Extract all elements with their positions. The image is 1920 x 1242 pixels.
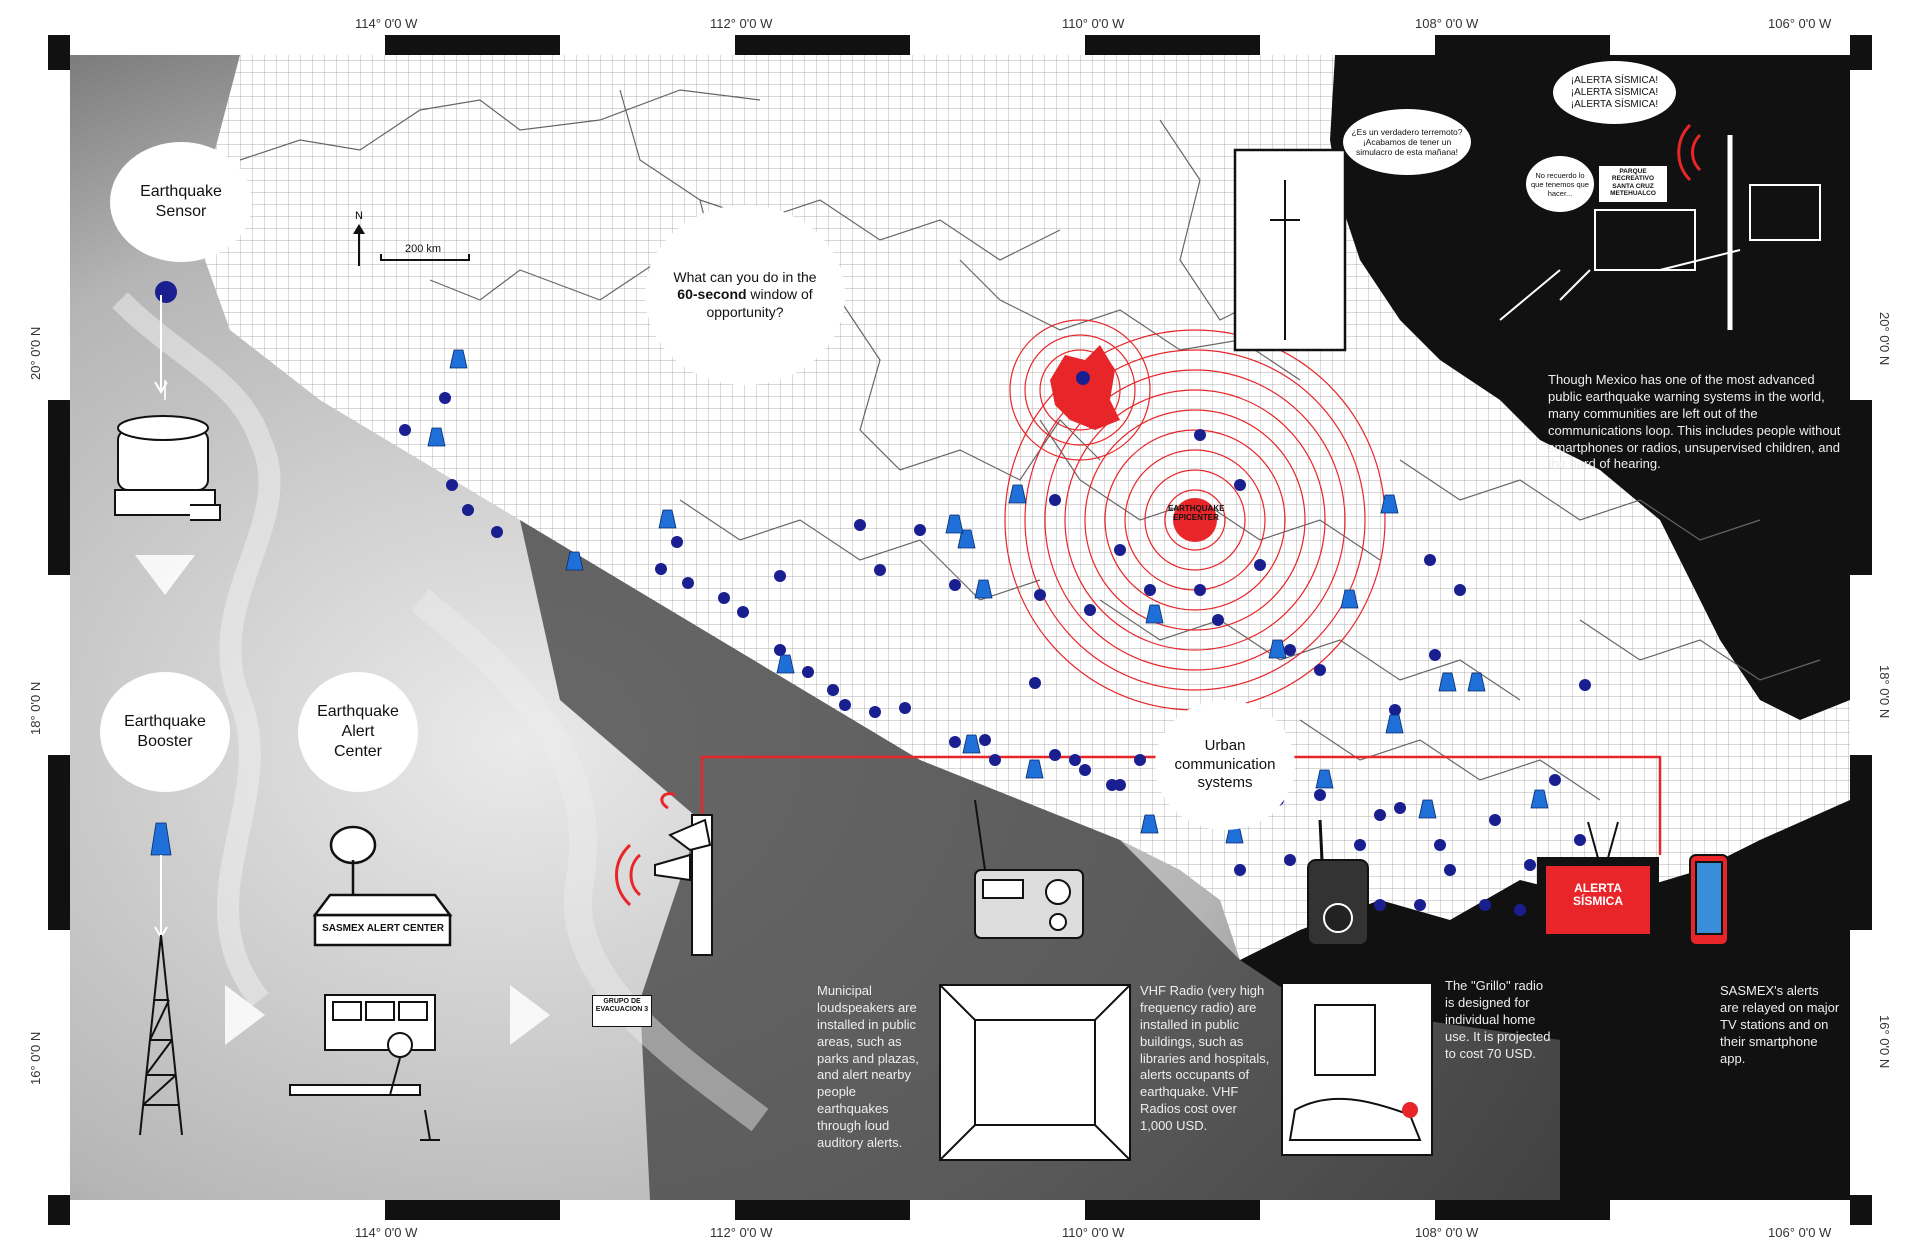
window-text-pre: What can you do in the [673, 268, 817, 285]
coord-right-1: 20° 0'0 N [1877, 312, 1892, 366]
coord-left-3: 16° 0'0 N [28, 1031, 43, 1085]
booster-bubble-text: Earthquake Booster [124, 713, 206, 750]
frame-ticks [48, 35, 1872, 1225]
coord-left-2: 18° 0'0 N [28, 681, 43, 735]
north-arrow-label: N [355, 210, 363, 222]
scale-bar: 200 km [380, 243, 470, 261]
loudspeakers-note: Municipal loudspeakers are installed in … [817, 983, 919, 1151]
loudspeaker-illustration [654, 814, 713, 956]
urban-bubble-text: Urban communication systems [1174, 736, 1276, 792]
coord-bottom-3: 110° 0'0 W [1062, 1225, 1125, 1240]
sensor-device-illustration [114, 415, 221, 521]
epicenter-label: EARTHQUAKE EPICENTER [1168, 504, 1225, 522]
coord-right-3: 16° 0'0 N [1877, 1015, 1892, 1069]
loudspeaker-waves [615, 792, 676, 907]
urban-bubble: Urban communication systems [1155, 700, 1295, 830]
coord-bottom-1: 114° 0'0 W [355, 1225, 418, 1240]
coord-bottom-2: 112° 0'0 W [710, 1225, 773, 1240]
window-text-post: window of opportunity? [706, 286, 813, 320]
gulf-area [1330, 55, 1850, 720]
tv-alert-label: ALERTA SÍSMICA [1572, 881, 1623, 909]
coord-top-1: 114° 0'0 W [355, 16, 418, 31]
alert-speaker-waves [1677, 123, 1702, 182]
tv-illustration [1537, 821, 1659, 956]
coord-bottom-5: 106° 0'0 W [1768, 1225, 1832, 1240]
affected-state-shape [1050, 345, 1120, 430]
epicenter-dot [1173, 498, 1217, 542]
coord-top-5: 106° 0'0 W [1768, 16, 1832, 31]
grillo-radio-illustration [1307, 819, 1369, 946]
sasmex-note: SASMEX's alerts are relayed on major TV … [1720, 983, 1840, 1066]
window-bubble-text: What can you do in the 60-second window … [670, 269, 820, 322]
playground-illustration [1499, 135, 1821, 330]
alert-center-illustration [312, 825, 453, 947]
sensor-dots [155, 281, 1591, 916]
radio-tower-illustration [139, 934, 183, 1136]
flow-arrows [135, 380, 550, 1045]
mexico-note: Though Mexico has one of the most advanc… [1548, 372, 1841, 472]
coord-top-2: 112° 0'0 W [710, 16, 773, 31]
operator-desk-illustration [289, 994, 440, 1141]
booster-bubble: Earthquake Booster [100, 672, 230, 792]
vhf-radio-illustration [974, 799, 1084, 939]
alert-center-sign: SASMEX ALERT CENTER [322, 923, 444, 934]
window-text-bold: 60-second [677, 286, 747, 303]
grillo-note: The "Grillo" radio is designed for indiv… [1445, 978, 1551, 1061]
north-arrow: N [352, 210, 366, 270]
coord-left-1: 20° 0'0 N [28, 326, 43, 380]
scale-label: 200 km [405, 243, 442, 255]
vhf-building-panel [939, 984, 1131, 1161]
alert-speech-bubble: ¡ALERTA SÍSMICA! ¡ALERTA SÍSMICA! ¡ALERT… [1552, 60, 1677, 125]
sensor-bubble: Earthquake Sensor [110, 142, 252, 262]
park-sign: PARQUE RECREATIVO SANTA CRUZ METEHUALCO [1598, 165, 1668, 203]
coord-bottom-4: 108° 0'0 W [1415, 1225, 1479, 1240]
coord-right-2: 18° 0'0 N [1877, 665, 1892, 719]
alert-center-bubble: Earthquake Alert Center [298, 672, 418, 792]
sensor-bubble-text: Earthquake Sensor [140, 183, 222, 220]
alert-center-bubble-text: Earthquake Alert Center [317, 703, 399, 760]
door-panel [1233, 148, 1347, 352]
evacuation-sign: GRUPO DE EVACUACION 3 [592, 995, 652, 1027]
window-bubble: What can you do in the 60-second window … [645, 205, 845, 385]
man-speech-bubble: ¿Es un verdadero terremoto? ¡Acabamos de… [1342, 108, 1472, 176]
vhf-note: VHF Radio (very high frequency radio) ar… [1140, 983, 1270, 1134]
kid-speech-bubble: No recuerdo lo que tenemos que hacer... [1525, 155, 1595, 213]
phone-illustration [1689, 854, 1729, 946]
coord-top-3: 110° 0'0 W [1062, 16, 1125, 31]
coord-top-4: 108° 0'0 W [1415, 16, 1479, 31]
